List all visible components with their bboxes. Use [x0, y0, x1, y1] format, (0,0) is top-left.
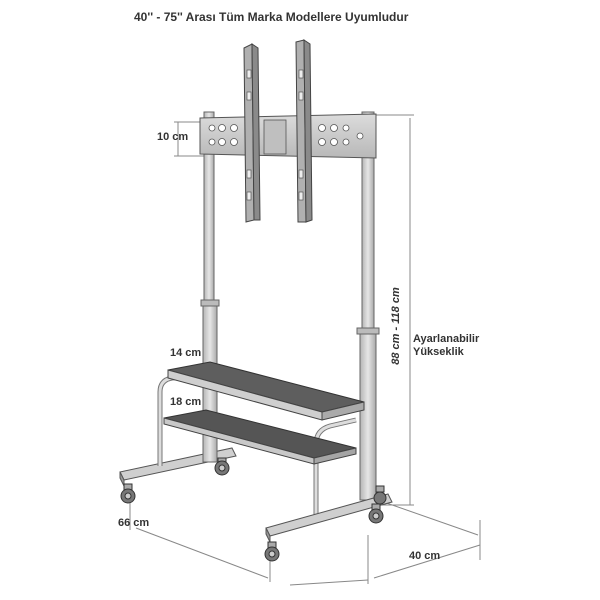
height-range-label: 88 cm - 118 cm	[390, 287, 402, 365]
depth-label: 66 cm	[118, 517, 150, 529]
shelf-thickness-label: 14 cm	[170, 347, 202, 359]
vesa-arms	[243, 39, 313, 223]
adjustable-label-line1: Ayarlanabilir	[413, 333, 480, 345]
wheel-rear-left	[120, 483, 136, 504]
shelf-gap-label: 18 cm	[170, 396, 202, 408]
dimension-lines	[129, 114, 481, 586]
wheel-rear-right	[214, 457, 230, 476]
left-pole	[200, 111, 220, 463]
caster-wheels	[120, 457, 387, 562]
wheel-back-right	[373, 485, 387, 505]
title: 40'' - 75'' Arası Tüm Marka Modellere Uy…	[134, 10, 409, 24]
adjustable-label-line2: Yükseklik	[413, 346, 464, 358]
right-pole	[356, 111, 380, 501]
wheel-front-left	[264, 541, 280, 562]
bracket-height-label: 10 cm	[157, 131, 189, 143]
width-label: 40 cm	[409, 550, 441, 562]
lower-shelf	[163, 409, 357, 465]
upper-shelf	[167, 361, 365, 421]
mounting-plate	[199, 113, 377, 159]
wheel-front-right	[368, 503, 384, 524]
